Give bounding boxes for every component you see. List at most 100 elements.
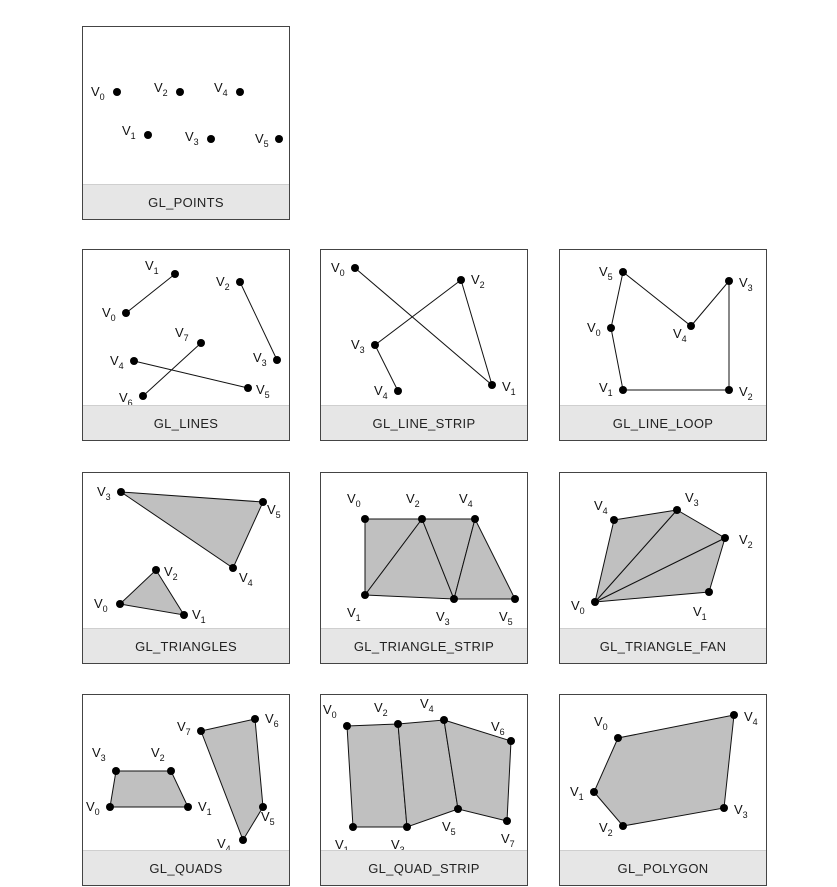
vertex-subscript: 0 (580, 606, 585, 616)
vertex-label: V3 (97, 484, 111, 502)
vertex-label: V4 (420, 696, 434, 714)
vertex-label: V1 (570, 784, 584, 802)
vertex-dot (239, 836, 247, 844)
vertex-dot (454, 805, 462, 813)
vertex-label: V0 (347, 491, 361, 509)
vertex-subscript: 0 (100, 92, 105, 102)
vertex-label: V2 (216, 274, 230, 292)
vertex-subscript: 0 (596, 328, 601, 338)
vertex-subscript: 1 (207, 807, 212, 817)
vertex-label: V5 (267, 502, 281, 520)
vertex-dot (112, 767, 120, 775)
vertex-dot (144, 131, 152, 139)
vertex-subscript: 4 (119, 361, 124, 371)
vertex-subscript: 1 (356, 613, 361, 623)
vertex-dot (361, 515, 369, 523)
vertex-dot (130, 357, 138, 365)
primitive-outline (610, 271, 730, 391)
vertex-dot (725, 277, 733, 285)
filled-primitive (109, 770, 189, 808)
vertex-label: V1 (693, 604, 707, 622)
vertex-subscript: 2 (748, 392, 753, 402)
vertex-label: V0 (331, 260, 345, 278)
vertex-dot (259, 803, 267, 811)
vertex-label: V5 (255, 131, 269, 149)
vertex-label: V1 (192, 607, 206, 625)
vertex-label: V1 (145, 258, 159, 276)
vertex-subscript: 0 (356, 499, 361, 509)
vertex-label: V6 (491, 719, 505, 737)
vertex-dot (450, 595, 458, 603)
vertex-label: V1 (335, 837, 349, 851)
vertex-dot (207, 135, 215, 143)
vertex-label: V2 (471, 272, 485, 290)
panel-caption: GL_TRIANGLES (83, 628, 289, 663)
vertex-subscript: 1 (511, 387, 516, 397)
vertex-dot (343, 722, 351, 730)
vertex-dot (614, 734, 622, 742)
vertex-label: V2 (374, 700, 388, 718)
vertex-label: V3 (92, 745, 106, 763)
vertex-dot (610, 516, 618, 524)
vertex-label: V1 (198, 799, 212, 817)
vertex-dot (259, 498, 267, 506)
vertex-dot (503, 817, 511, 825)
vertex-subscript: 2 (163, 88, 168, 98)
vertex-dot (273, 356, 281, 364)
vertex-label: V4 (744, 709, 758, 727)
vertex-label: V4 (239, 570, 253, 588)
vertex-label: V1 (347, 605, 361, 623)
vertex-subscript: 2 (225, 282, 230, 292)
vertex-label: V1 (122, 123, 136, 141)
vertex-subscript: 2 (415, 499, 420, 509)
vertex-label: V5 (442, 819, 456, 837)
vertex-subscript: 4 (429, 704, 434, 714)
vertex-dot (705, 588, 713, 596)
vertex-subscript: 3 (748, 283, 753, 293)
vertex-label: V2 (151, 745, 165, 763)
vertex-subscript: 2 (383, 708, 388, 718)
edge-line (239, 281, 278, 361)
vertex-dot (116, 600, 124, 608)
vertex-label: V0 (587, 320, 601, 338)
vertex-subscript: 2 (608, 828, 613, 838)
vertex-dot (721, 534, 729, 542)
vertex-label: V0 (102, 305, 116, 323)
vertex-subscript: 5 (508, 617, 513, 627)
vertex-dot (730, 711, 738, 719)
vertex-dot (122, 309, 130, 317)
vertex-label: V5 (499, 609, 513, 627)
vertex-dot (720, 804, 728, 812)
vertex-label: V3 (685, 490, 699, 508)
panel-caption: GL_QUADS (83, 850, 289, 885)
filled-primitive (119, 491, 264, 569)
vertex-subscript: 2 (480, 280, 485, 290)
vertex-label: V0 (594, 714, 608, 732)
vertex-label: V2 (406, 491, 420, 509)
vertex-subscript: 1 (154, 266, 159, 276)
vertex-dot (167, 767, 175, 775)
vertex-label: V4 (459, 491, 473, 509)
vertex-subscript: 6 (500, 727, 505, 737)
panel-caption: GL_LINE_LOOP (560, 405, 766, 440)
vertex-label: V0 (94, 596, 108, 614)
vertex-subscript: 2 (748, 540, 753, 550)
vertex-subscript: 1 (201, 615, 206, 625)
vertex-subscript: 4 (603, 506, 608, 516)
vertex-label: V4 (214, 80, 228, 98)
panel-caption: GL_TRIANGLE_FAN (560, 628, 766, 663)
vertex-dot (591, 598, 599, 606)
vertex-label: V4 (217, 836, 231, 851)
vertex-label: V2 (739, 532, 753, 550)
filled-primitive (593, 714, 735, 827)
panel-caption: GL_QUAD_STRIP (321, 850, 527, 885)
panel-caption: GL_TRIANGLE_STRIP (321, 628, 527, 663)
vertex-dot (619, 386, 627, 394)
vertex-dot (117, 488, 125, 496)
vertex-subscript: 4 (753, 717, 758, 727)
